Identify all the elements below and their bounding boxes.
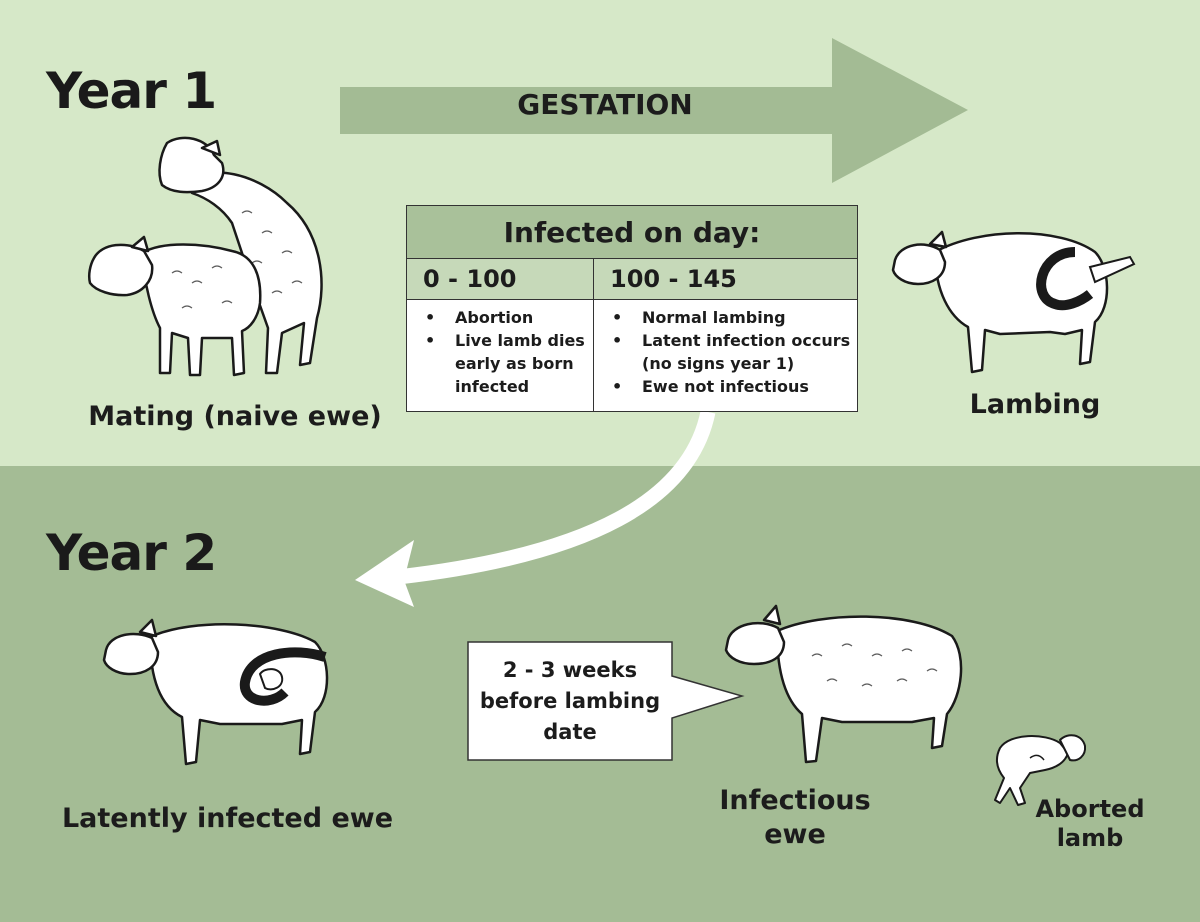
table-header: Infected on day: xyxy=(407,206,857,259)
column-range-100-145: 100 - 145 xyxy=(610,265,737,293)
lambing-ewe-illustration xyxy=(891,230,1136,374)
latent-ewe-illustration xyxy=(102,618,329,766)
list-item: Live lamb dies early as born infected xyxy=(423,329,589,398)
gestation-label: GESTATION xyxy=(517,88,693,121)
infectious-caption-line1: Infectious xyxy=(719,785,871,816)
lambing-caption: Lambing xyxy=(969,389,1101,420)
list-item: Normal lambing xyxy=(610,306,853,329)
latent-caption: Latently infected ewe xyxy=(61,803,394,834)
column-100-145-outcomes: Normal lambing Latent infection occurs (… xyxy=(594,300,857,411)
list-item: Abortion xyxy=(423,306,589,329)
aborted-caption-line2: lamb xyxy=(1056,824,1124,852)
aborted-caption-line1: Aborted xyxy=(1035,795,1145,823)
infection-day-table: Infected on day: 0 - 100 100 - 145 Abort… xyxy=(406,205,858,412)
mating-sheep-illustration xyxy=(87,136,323,377)
year2-title: Year 2 xyxy=(46,524,217,582)
list-item: Latent infection occurs (no signs year 1… xyxy=(610,329,853,375)
year1-title: Year 1 xyxy=(46,62,217,120)
callout-text: 2 - 3 weeks before lambing date xyxy=(479,658,661,744)
mating-caption: Mating (naive ewe) xyxy=(88,401,382,432)
list-item: Ewe not infectious xyxy=(610,375,853,398)
infectious-caption-line2: ewe xyxy=(764,819,826,850)
column-0-100-outcomes: Abortion Live lamb dies early as born in… xyxy=(407,300,594,411)
infectious-ewe-illustration xyxy=(724,604,963,764)
aborted-lamb-illustration xyxy=(994,734,1087,806)
column-range-0-100: 0 - 100 xyxy=(407,259,594,299)
